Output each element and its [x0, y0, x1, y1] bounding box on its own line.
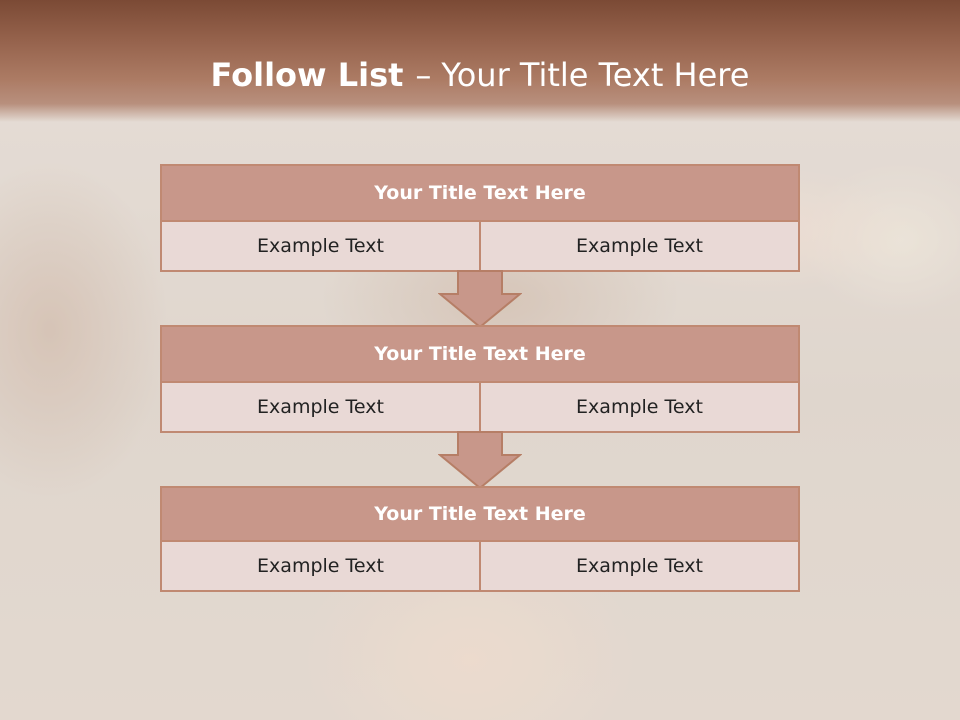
down-arrow-icon — [438, 270, 522, 328]
block-left-text: Example Text — [257, 555, 384, 577]
title-bold: Follow List — [210, 56, 404, 94]
block-left-text: Example Text — [257, 396, 384, 418]
block-row: Example Text Example Text — [162, 383, 798, 431]
list-block-1: Your Title Text Here Example Text Exampl… — [160, 164, 800, 272]
title-dash: – — [415, 56, 432, 94]
block-row: Example Text Example Text — [162, 542, 798, 590]
block-right-text: Example Text — [479, 383, 798, 431]
down-arrow-icon — [438, 431, 522, 489]
slide-title: Follow List–Your Title Text Here — [0, 54, 960, 96]
title-rest: Your Title Text Here — [441, 56, 750, 94]
list-block-3: Your Title Text Here Example Text Exampl… — [160, 486, 800, 592]
block-title: Your Title Text Here — [162, 166, 798, 222]
block-right-text: Example Text — [479, 222, 798, 270]
block-title: Your Title Text Here — [162, 327, 798, 383]
block-title: Your Title Text Here — [162, 488, 798, 542]
title-bar — [0, 0, 960, 122]
block-left-text: Example Text — [257, 235, 384, 257]
list-block-2: Your Title Text Here Example Text Exampl… — [160, 325, 800, 433]
block-right-text: Example Text — [479, 542, 798, 590]
block-row: Example Text Example Text — [162, 222, 798, 270]
